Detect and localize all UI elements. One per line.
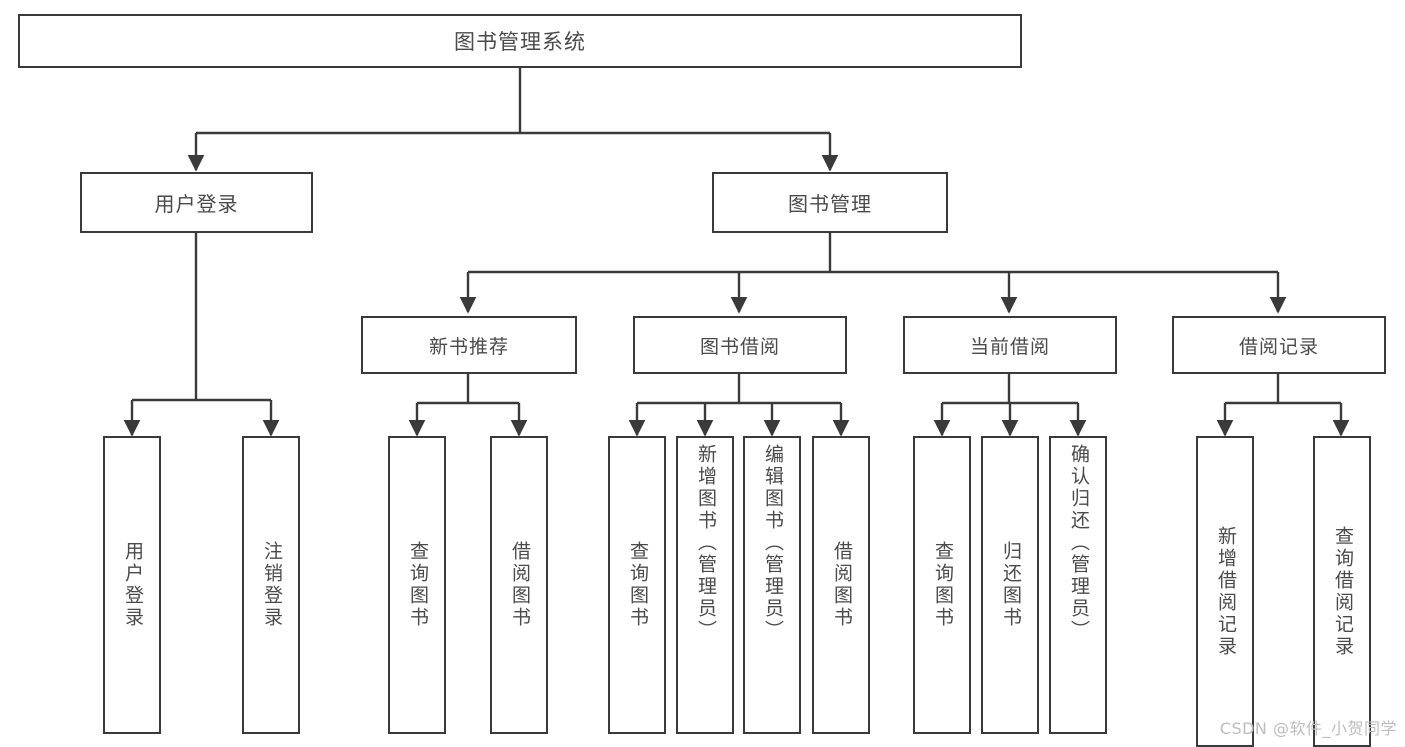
- leaf-recommend-query-book[interactable]: 查询图书: [388, 436, 446, 734]
- leaf-borrow-query-book[interactable]: 查询图书: [608, 436, 666, 734]
- leaf-current-query-book[interactable]: 查询图书: [913, 436, 971, 734]
- node-user-login[interactable]: 用户登录: [80, 172, 313, 233]
- node-label: 用户登录: [121, 541, 144, 629]
- node-book-management[interactable]: 图书管理: [712, 172, 948, 233]
- node-borrow-record[interactable]: 借阅记录: [1172, 316, 1386, 374]
- csdn-watermark: CSDN @软件_小贺同学: [1219, 719, 1397, 738]
- leaf-borrow-add-book-admin[interactable]: 新增图书（管理员）: [676, 436, 734, 734]
- node-label: 借阅图书: [830, 541, 853, 629]
- node-label: 图书管理: [788, 192, 872, 216]
- node-label: 编辑图书（管理员）: [761, 444, 784, 642]
- node-root-system[interactable]: 图书管理系统: [18, 14, 1022, 68]
- node-current-borrow[interactable]: 当前借阅: [903, 316, 1117, 374]
- node-label: 查询借阅记录: [1331, 525, 1354, 658]
- node-label: 当前借阅: [969, 335, 1050, 358]
- node-label: 新书推荐: [428, 335, 509, 358]
- node-label: 借阅图书: [508, 541, 531, 629]
- node-label: 查询图书: [931, 541, 954, 629]
- leaf-record-add-record[interactable]: 新增借阅记录: [1196, 436, 1254, 747]
- leaf-recommend-borrow-book[interactable]: 借阅图书: [490, 436, 548, 734]
- node-label: 图书借阅: [699, 335, 780, 358]
- node-label: 用户登录: [154, 192, 239, 216]
- node-label: 归还图书: [999, 541, 1022, 629]
- node-label: 查询图书: [406, 541, 429, 629]
- leaf-user-login-login[interactable]: 用户登录: [103, 436, 161, 734]
- node-label: 注销登录: [260, 541, 283, 629]
- leaf-user-login-logout[interactable]: 注销登录: [242, 436, 300, 734]
- leaf-borrow-edit-book-admin[interactable]: 编辑图书（管理员）: [743, 436, 801, 734]
- node-label: 借阅记录: [1238, 335, 1319, 358]
- leaf-borrow-borrow-book[interactable]: 借阅图书: [812, 436, 870, 734]
- node-label: 新增图书（管理员）: [694, 444, 717, 642]
- node-new-book-recommend[interactable]: 新书推荐: [361, 316, 577, 374]
- node-label: 新增借阅记录: [1214, 525, 1237, 658]
- leaf-record-query-record[interactable]: 查询借阅记录: [1313, 436, 1371, 747]
- node-label: 确认归还（管理员）: [1067, 444, 1090, 642]
- node-label: 查询图书: [626, 541, 649, 629]
- leaf-current-confirm-return-admin[interactable]: 确认归还（管理员）: [1049, 436, 1107, 734]
- leaf-current-return-book[interactable]: 归还图书: [981, 436, 1039, 734]
- node-book-borrow[interactable]: 图书借阅: [633, 316, 847, 374]
- node-label: 图书管理系统: [454, 30, 586, 54]
